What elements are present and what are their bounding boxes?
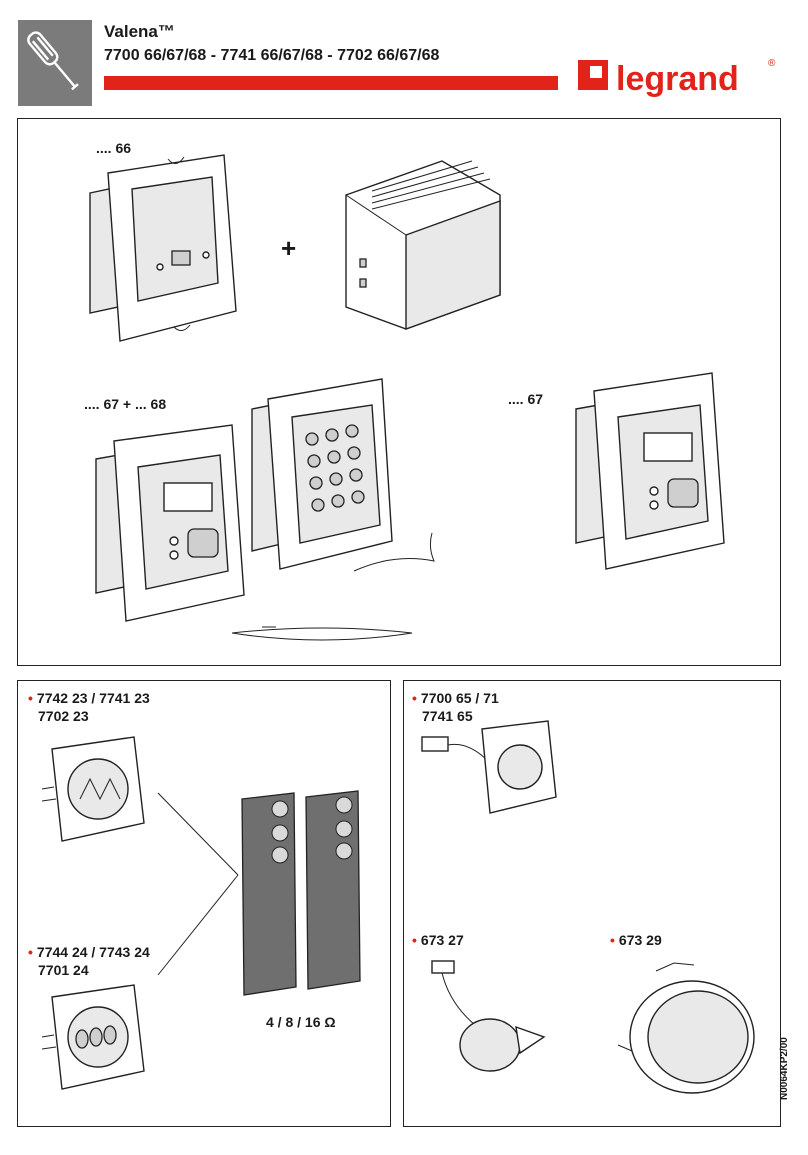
amplifier-module-2-illustration xyxy=(41,984,145,1090)
screwdriver-icon xyxy=(27,31,79,91)
group1-label-line1: •7742 23 / 7741 23 xyxy=(28,690,150,706)
round-speaker-illustration xyxy=(617,962,755,1094)
group1-label-line2: 7741 65 xyxy=(422,708,473,724)
legrand-wordmark: legrand xyxy=(616,60,739,98)
document-code: N0064KP2/00 xyxy=(779,1037,790,1100)
bullet-icon: • xyxy=(412,932,417,948)
module-67-illustration xyxy=(95,424,245,622)
ribbon-cable xyxy=(353,532,435,572)
registered-mark: ® xyxy=(768,58,776,69)
column-speakers-illustration xyxy=(241,790,361,996)
antenna-cable xyxy=(231,626,413,641)
power-supply-illustration xyxy=(345,160,501,330)
bullet-icon: • xyxy=(28,944,33,960)
bullet-icon: • xyxy=(610,932,615,948)
flush-speaker-illustration xyxy=(431,960,546,1072)
legrand-logo-mark xyxy=(578,60,608,90)
accent-bar xyxy=(104,76,558,90)
module-66-illustration xyxy=(89,154,237,342)
group1-label-line1: •7700 65 / 71 xyxy=(412,690,499,706)
plus-sign: + xyxy=(281,233,297,263)
speaker-accessories-panel: •7700 65 / 71 7741 65 •673 27 •673 29 xyxy=(403,680,781,1127)
group2-label: •673 27 xyxy=(412,932,464,948)
product-references: 7700 66/67/68 - 7741 66/67/68 - 7702 66/… xyxy=(104,47,440,64)
group2-label-line1: •7744 24 / 7743 24 xyxy=(28,944,150,960)
impedance-label: 4 / 8 / 16 Ω xyxy=(266,1014,336,1030)
amplifier-module-1-illustration xyxy=(41,736,145,842)
connection-lines xyxy=(157,792,239,976)
product-title: Valena™ xyxy=(104,22,175,41)
label-67: .... 67 xyxy=(508,391,544,407)
group2-label-line2: 7701 24 xyxy=(38,962,89,978)
bullet-icon: • xyxy=(28,690,33,706)
module-67-right-illustration xyxy=(575,372,725,570)
group1-label-line2: 7702 23 xyxy=(38,708,89,724)
group3-label: •673 29 xyxy=(610,932,662,948)
keypad-module-illustration xyxy=(251,378,393,570)
bullet-icon: • xyxy=(412,690,417,706)
label-67-68: .... 67 + ... 68 xyxy=(84,396,167,412)
label-66: .... 66 xyxy=(96,140,132,156)
speaker-module-illustration xyxy=(421,720,557,814)
screwdriver-badge xyxy=(18,20,92,106)
amplifier-modules-panel: •7742 23 / 7741 23 7702 23 •7744 24 / 77… xyxy=(17,680,391,1127)
legrand-logo: legrand ® xyxy=(576,52,782,104)
installation-kits-panel: .... 66 + .... 67 + ... 68 .... 67 xyxy=(17,118,781,666)
